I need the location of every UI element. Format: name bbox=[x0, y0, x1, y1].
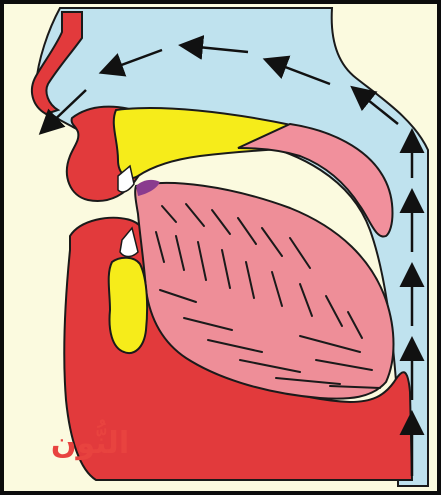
lower-gum bbox=[109, 258, 147, 353]
letter-caption: النُّون bbox=[20, 420, 160, 468]
